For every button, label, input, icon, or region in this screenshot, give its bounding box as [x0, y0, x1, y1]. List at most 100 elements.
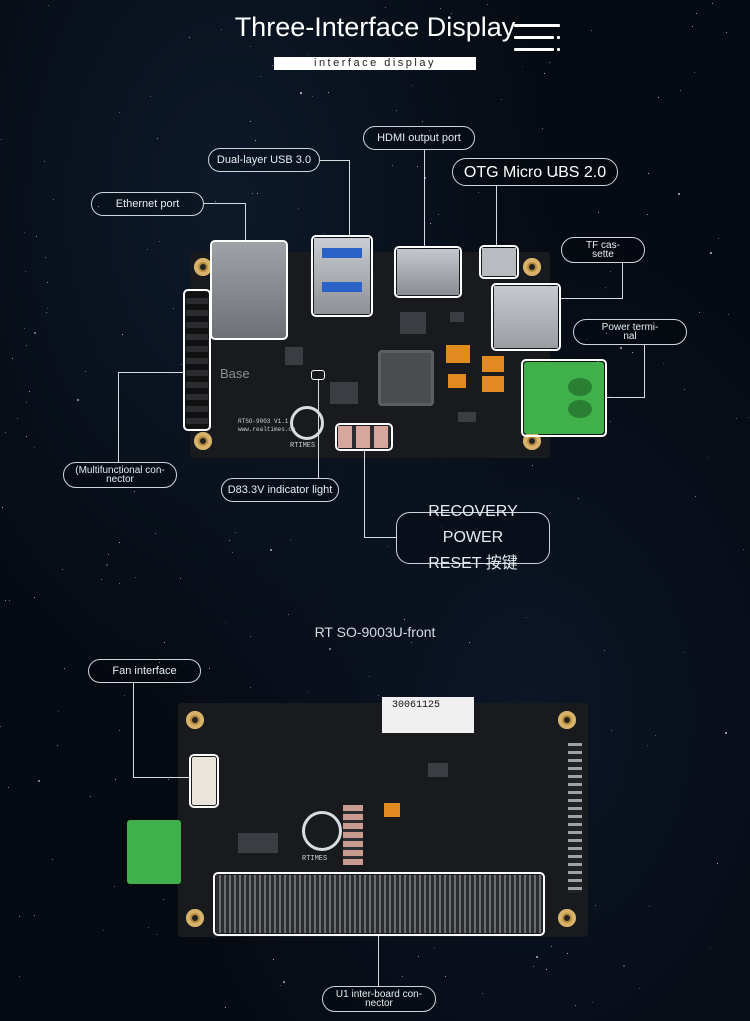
power-terminal-outline — [521, 359, 607, 437]
star-dot — [385, 7, 386, 8]
star-dot — [478, 192, 479, 193]
star-dot — [119, 730, 120, 731]
star-dot — [252, 193, 253, 194]
star-dot — [19, 916, 20, 917]
star-dot — [44, 161, 45, 162]
star-dot — [1, 139, 2, 140]
star-dot — [392, 165, 393, 166]
star-dot — [418, 956, 419, 957]
star-dot — [695, 496, 696, 497]
callout-recovery: RECOVERY POWER RESET 按键 — [396, 503, 550, 572]
ethernet-port-graphic — [212, 242, 286, 338]
star-dot — [272, 485, 273, 486]
star-dot — [632, 352, 633, 353]
star-dot — [156, 934, 157, 935]
star-dot — [526, 617, 527, 618]
star-dot — [189, 37, 190, 38]
silk-model: RTSO-9003 V1.1 — [238, 418, 289, 425]
star-dot — [48, 5, 49, 6]
star-dot — [439, 39, 440, 40]
callout-otg: OTG Micro UBS 2.0 — [452, 158, 618, 186]
star-dot — [29, 391, 30, 392]
star-dot — [430, 223, 431, 224]
star-dot — [58, 711, 59, 712]
star-dot — [597, 360, 599, 362]
star-dot — [556, 174, 558, 176]
star-dot — [122, 334, 123, 335]
star-dot — [455, 530, 456, 531]
star-dot — [163, 899, 164, 900]
star-dot — [736, 418, 737, 419]
star-dot — [250, 46, 251, 47]
star-dot — [215, 201, 216, 202]
star-dot — [712, 3, 713, 4]
star-dot — [106, 564, 108, 566]
star-dot — [103, 930, 104, 931]
star-dot — [551, 946, 552, 947]
callout-tf: TF cas-sette — [561, 237, 645, 263]
star-dot — [536, 956, 538, 958]
serial-text: 30061125 — [392, 700, 441, 711]
inductor-chip — [378, 350, 434, 406]
star-dot — [209, 668, 210, 669]
star-dot — [469, 642, 470, 643]
star-dot — [329, 648, 331, 650]
star-dot — [148, 927, 149, 928]
hdmi-port-outline — [394, 246, 462, 298]
star-dot — [270, 549, 272, 551]
star-dot — [108, 554, 109, 555]
star-dot — [604, 650, 605, 651]
star-dot — [451, 13, 452, 14]
otg-port-graphic — [482, 248, 516, 276]
star-dot — [36, 236, 37, 237]
star-dot — [5, 432, 6, 433]
star-dot — [168, 779, 169, 780]
star-dot — [680, 90, 681, 91]
ethernet-port-outline — [210, 240, 288, 340]
callout-ethernet: Ethernet port — [91, 192, 204, 216]
star-dot — [575, 1005, 576, 1006]
callout-hdmi: HDMI output port — [363, 126, 475, 150]
u1-connector-graphic — [216, 875, 542, 933]
star-dot — [411, 85, 412, 86]
star-dot — [542, 128, 543, 129]
star-dot — [90, 796, 91, 797]
star-dot — [300, 92, 302, 94]
indicator-light-outline — [311, 370, 325, 380]
star-dot — [119, 542, 120, 543]
star-dot — [546, 969, 547, 970]
star-dot — [62, 569, 63, 570]
star-dot — [369, 676, 370, 677]
star-dot — [404, 619, 405, 620]
star-dot — [441, 526, 442, 527]
buttons-outline — [335, 423, 393, 451]
star-dot — [567, 953, 568, 954]
star-dot — [9, 600, 10, 601]
bottom-power-terminal — [127, 820, 181, 884]
buttons-graphic — [338, 426, 390, 448]
star-dot — [57, 745, 58, 746]
star-dot — [298, 208, 299, 209]
star-dot — [549, 62, 550, 63]
page-title: Three-Interface Display — [234, 12, 516, 42]
star-dot — [611, 730, 612, 731]
star-dot — [124, 695, 125, 696]
star-dot — [26, 436, 27, 437]
star-dot — [255, 140, 256, 141]
serial-label — [382, 697, 474, 733]
star-dot — [396, 110, 397, 111]
star-dot — [610, 271, 611, 272]
star-dot — [708, 457, 709, 458]
star-dot — [272, 65, 273, 66]
rtimes-logo — [290, 406, 324, 440]
silk-base: Base — [220, 366, 250, 381]
menu-icon[interactable] — [514, 22, 562, 54]
star-dot — [235, 532, 236, 533]
star-dot — [606, 333, 607, 334]
star-dot — [181, 364, 182, 365]
star-dot — [119, 473, 120, 474]
star-dot — [250, 687, 251, 688]
board-front-caption: RT SO-9003U-front — [314, 624, 436, 640]
star-dot — [533, 966, 534, 967]
star-dot — [440, 8, 441, 9]
